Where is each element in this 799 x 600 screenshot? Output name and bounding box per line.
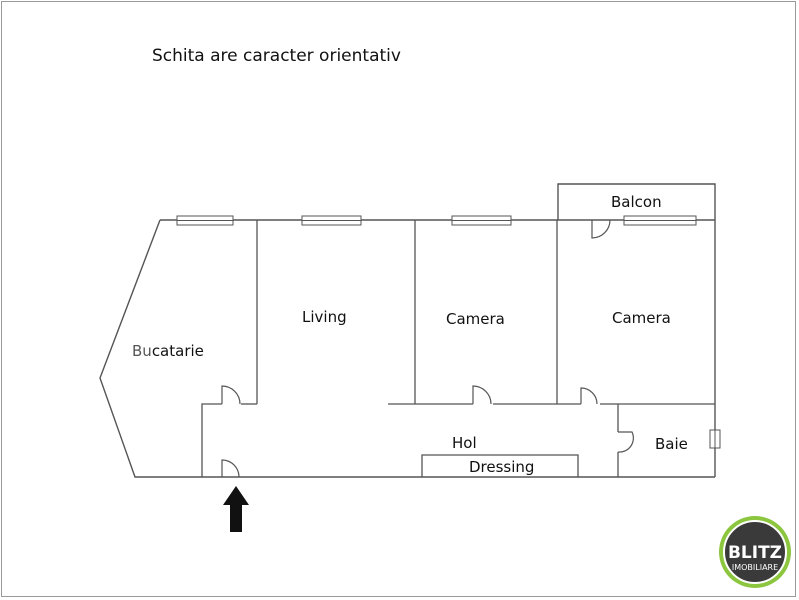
room-label-bucatarie: Bucatarie xyxy=(132,342,204,360)
room-label-dressing: Dressing xyxy=(469,458,534,476)
entrance-arrow-icon xyxy=(223,486,249,532)
entrance-door xyxy=(221,459,240,478)
room-label-camera-1: Camera xyxy=(446,310,505,328)
room-label-bucatarie-prefix: Bu xyxy=(132,342,152,360)
logo-disc xyxy=(723,520,787,584)
room-label-camera-2: Camera xyxy=(612,309,671,327)
room-label-baie: Baie xyxy=(655,435,688,453)
doors xyxy=(221,219,634,478)
window-living xyxy=(301,215,362,226)
blitz-logo: BLITZ IMOBILIARE xyxy=(719,516,791,588)
room-label-hol: Hol xyxy=(452,434,477,452)
bathroom-door xyxy=(617,431,634,453)
window-camera-2 xyxy=(623,215,697,226)
window-baie xyxy=(709,429,721,449)
windows xyxy=(176,215,721,449)
window-camera-1 xyxy=(451,215,512,226)
window-kitchen xyxy=(176,215,234,226)
logo-name: BLITZ xyxy=(728,543,782,563)
bedroom-door-1 xyxy=(472,385,492,405)
balcony-walls xyxy=(557,183,716,220)
kitchen-door xyxy=(221,385,241,405)
room-label-living: Living xyxy=(302,308,347,326)
room-label-balcon: Balcon xyxy=(611,193,662,211)
bedroom-door-2 xyxy=(580,387,598,405)
logo-tagline: IMOBILIARE xyxy=(732,563,778,572)
interior-walls xyxy=(201,220,715,477)
disclaimer-note: Schita are caracter orientativ xyxy=(152,46,401,66)
balcony-door xyxy=(591,219,611,239)
room-label-bucatarie-suffix: catarie xyxy=(152,342,204,360)
